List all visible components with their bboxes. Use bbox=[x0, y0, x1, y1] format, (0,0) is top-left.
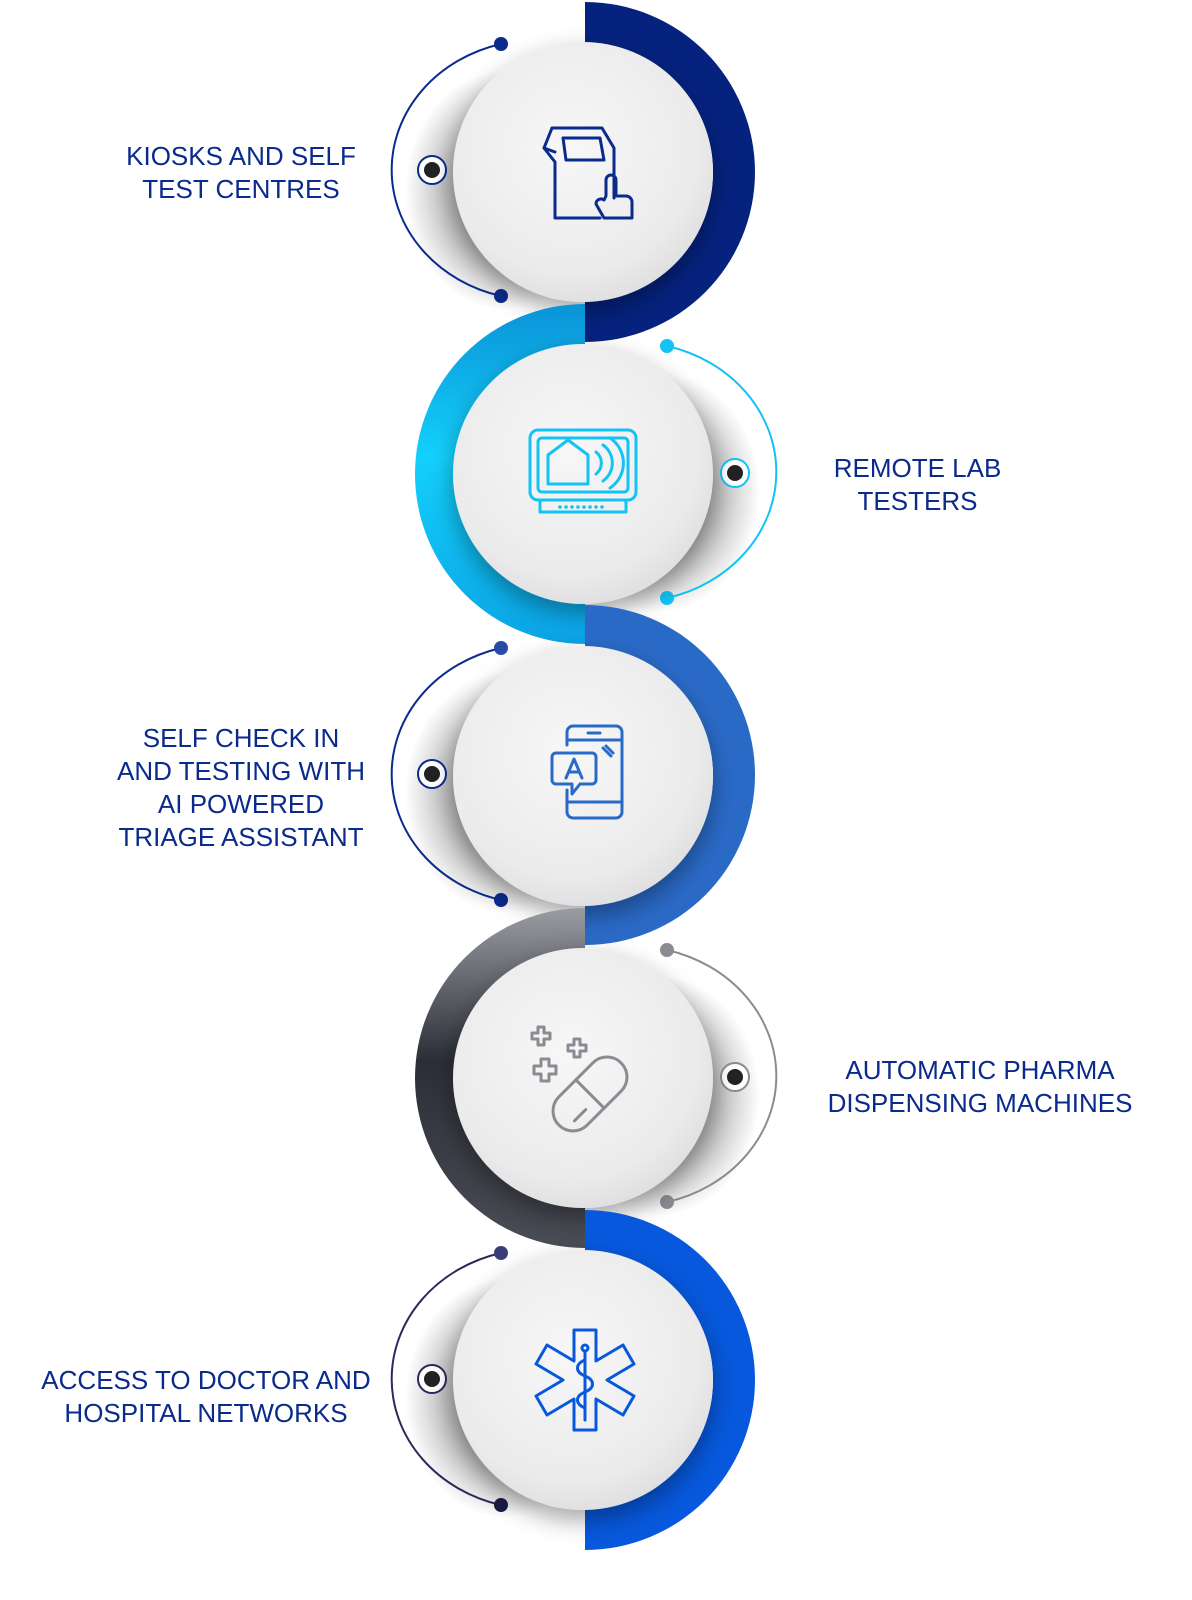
step-5-label: ACCESS TO DOCTOR AND HOSPITAL NETWORKS bbox=[41, 1365, 371, 1428]
step-3-connector-line bbox=[390, 647, 502, 901]
step-4-label: AUTOMATIC PHARMA DISPENSING MACHINES bbox=[827, 1055, 1133, 1118]
step-3-label: SELF CHECK IN AND TESTING WITH AI POWERE… bbox=[117, 723, 365, 852]
step-4-accent-arc bbox=[415, 908, 585, 1248]
step-5-mid-dot bbox=[424, 1371, 440, 1387]
step-1-top-dot bbox=[494, 37, 508, 51]
step-4-circle bbox=[453, 948, 713, 1208]
step-1-circle bbox=[453, 42, 713, 302]
step-4-bottom-dot bbox=[660, 1195, 674, 1209]
step-2-circle bbox=[453, 344, 713, 604]
step-5-top-dot bbox=[494, 1246, 508, 1260]
step-5-connector-line bbox=[390, 1252, 502, 1506]
home-signal-monitor-icon bbox=[528, 428, 638, 514]
step-4-connector-line bbox=[666, 949, 778, 1203]
step-3-top-dot bbox=[494, 641, 508, 655]
step-5-circle bbox=[453, 1250, 713, 1510]
step-1-connector-line bbox=[390, 43, 502, 297]
step-2-group bbox=[415, 304, 778, 644]
step-1-mid-dot bbox=[424, 162, 440, 178]
step-1-label: KIOSKS AND SELF TEST CENTRES bbox=[126, 141, 356, 204]
kiosk-touch-icon bbox=[542, 126, 634, 220]
step-4-mid-dot bbox=[727, 1069, 743, 1085]
step-2-connector-line bbox=[666, 345, 778, 599]
step-2-top-dot bbox=[660, 339, 674, 353]
step-5-accent-arc bbox=[585, 1210, 755, 1550]
monitor-dots bbox=[558, 505, 604, 509]
step-1-bottom-dot bbox=[494, 289, 508, 303]
step-2-mid-dot bbox=[727, 465, 743, 481]
step-2-bottom-dot bbox=[660, 591, 674, 605]
step-1-group bbox=[390, 2, 755, 342]
step-1-accent-arc bbox=[585, 2, 755, 342]
step-3-bottom-dot bbox=[494, 893, 508, 907]
star-of-life-icon bbox=[534, 1328, 636, 1432]
step-5-bottom-dot bbox=[494, 1498, 508, 1512]
step-3-accent-arc bbox=[585, 605, 755, 945]
step-4-group bbox=[415, 908, 778, 1248]
step-2-accent-arc bbox=[415, 304, 585, 644]
step-5-group bbox=[390, 1210, 755, 1550]
step-2-label: REMOTE LAB TESTERS bbox=[833, 453, 1002, 516]
step-3-circle bbox=[453, 646, 713, 906]
step-3-group bbox=[390, 605, 755, 945]
pill-capsule-icon bbox=[530, 1025, 629, 1133]
step-3-mid-dot bbox=[424, 766, 440, 782]
ai-assistant-phone-icon bbox=[550, 724, 624, 820]
step-4-top-dot bbox=[660, 943, 674, 957]
